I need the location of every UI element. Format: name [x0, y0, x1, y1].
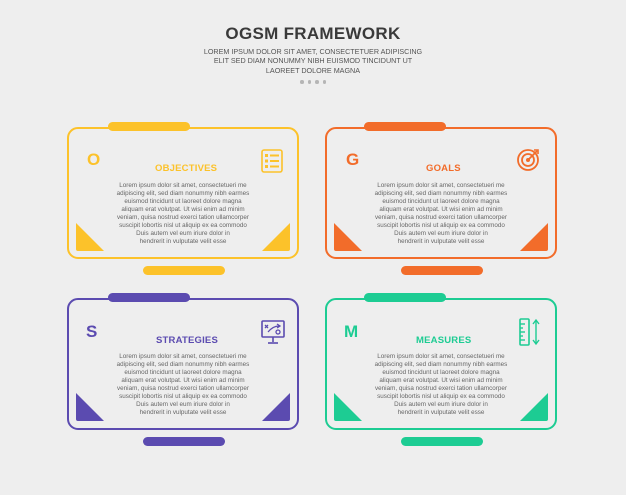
- body-line: Duis autem vel eum iriure dolor in: [136, 230, 230, 237]
- measures-letter: M: [344, 322, 359, 341]
- measures-corner-left: [334, 393, 362, 421]
- measures-bottom-bar: [401, 437, 483, 446]
- subtitle-line: LAOREET DOLORE MAGNA: [265, 65, 361, 75]
- body-line: aliquam erat volutpat. Ut wisi enim ad m…: [379, 377, 503, 384]
- body-line: suscipit lobortis nisl ut aliquip ex ea …: [377, 222, 505, 229]
- subtitle-line: LOREM IPSUM DOLOR SIT AMET, CONSECTETUER…: [203, 47, 423, 56]
- objectives-corner-left: [76, 223, 104, 251]
- body-line: suscipit lobortis nisl ut aliquip ex ea …: [377, 393, 505, 400]
- body-line: Duis autem vel eum iriure dolor in: [394, 230, 488, 237]
- objectives-corner-right: [262, 223, 290, 251]
- objectives-top-bar: [108, 122, 190, 131]
- strategies-card: [67, 298, 299, 430]
- strategies-body: Lorem ipsum dolor sit amet, consectetuer…: [109, 353, 257, 417]
- measures-title: MEASURES: [416, 335, 472, 346]
- body-line: veniam, quisa nostrud exerci tation ulla…: [117, 385, 249, 392]
- body-line: euismod tincidunt ut laoreet dolore magn…: [382, 369, 500, 376]
- dot: [315, 80, 319, 84]
- objectives-letter: O: [87, 150, 101, 169]
- goals-bottom-bar: [401, 266, 483, 275]
- body-line: euismod tincidunt ut laoreet dolore magn…: [382, 198, 500, 205]
- body-line: adipiscing elit, sed diam nonummy nibh e…: [116, 361, 250, 368]
- strategies-top-bar: [108, 293, 190, 302]
- body-line: Lorem ipsum dolor sit amet, consectetuer…: [119, 353, 247, 360]
- objectives-bottom-bar: [143, 266, 225, 275]
- dot: [322, 80, 326, 84]
- body-line: aliquam erat volutpat. Ut wisi enim ad m…: [379, 206, 503, 213]
- goals-card: [325, 127, 557, 259]
- body-line: hendrerit in vulputate velit esse: [139, 238, 227, 245]
- body-line: Lorem ipsum dolor sit amet, consectetuer…: [377, 182, 505, 189]
- goals-top-bar: [364, 122, 446, 131]
- pagination-dots: [300, 80, 326, 86]
- body-line: aliquam erat volutpat. Ut wisi enim ad m…: [121, 377, 245, 384]
- goals-letter: G: [346, 150, 360, 169]
- body-line: veniam, quisa nostrud exerci tation ulla…: [117, 214, 249, 221]
- body-line: veniam, quisa nostrud exerci tation ulla…: [375, 385, 507, 392]
- goals-corner-right: [520, 223, 548, 251]
- body-line: suscipit lobortis nisl ut aliquip ex ea …: [119, 393, 247, 400]
- measures-top-bar: [364, 293, 446, 302]
- goals-body: Lorem ipsum dolor sit amet, consectetuer…: [367, 182, 515, 246]
- measures-corner-right: [520, 393, 548, 421]
- ruler-icon: [519, 318, 540, 346]
- strategy-board-icon: [261, 320, 285, 344]
- objectives-body: Lorem ipsum dolor sit amet, consectetuer…: [109, 182, 257, 246]
- body-line: Duis autem vel eum iriure dolor in: [394, 401, 488, 408]
- measures-body: Lorem ipsum dolor sit amet, consectetuer…: [367, 353, 515, 417]
- subtitle-line: ELIT SED DIAM NONUMMY NIBH EUISMOD TINCI…: [213, 56, 413, 66]
- objectives-title: OBJECTIVES: [155, 163, 218, 174]
- goals-title: GOALS: [426, 163, 461, 174]
- strategies-bottom-bar: [143, 437, 225, 446]
- body-line: euismod tincidunt ut laoreet dolore magn…: [124, 369, 242, 376]
- body-line: adipiscing elit, sed diam nonummy nibh e…: [116, 190, 250, 197]
- checklist-icon: [261, 149, 283, 173]
- body-line: veniam, quisa nostrud exerci tation ulla…: [375, 214, 507, 221]
- strategies-corner-left: [76, 393, 104, 421]
- page-subtitle: LOREM IPSUM DOLOR SIT AMET, CONSECTETUER…: [203, 47, 423, 75]
- body-line: euismod tincidunt ut laoreet dolore magn…: [124, 198, 242, 205]
- body-line: adipiscing elit, sed diam nonummy nibh e…: [374, 190, 508, 197]
- dot: [300, 80, 304, 84]
- dot: [307, 80, 311, 84]
- body-line: hendrerit in vulputate velit esse: [139, 409, 227, 416]
- strategies-corner-right: [262, 393, 290, 421]
- strategies-letter: S: [86, 322, 98, 341]
- body-line: Duis autem vel eum iriure dolor in: [136, 401, 230, 408]
- body-line: hendrerit in vulputate velit esse: [397, 238, 485, 245]
- page-title: OGSM FRAMEWORK: [225, 24, 401, 43]
- goals-corner-left: [334, 223, 362, 251]
- body-line: Lorem ipsum dolor sit amet, consectetuer…: [119, 182, 247, 189]
- body-line: aliquam erat volutpat. Ut wisi enim ad m…: [121, 206, 245, 213]
- body-line: Lorem ipsum dolor sit amet, consectetuer…: [377, 353, 505, 360]
- measures-card: [325, 298, 557, 430]
- target-icon: [517, 149, 539, 171]
- body-line: adipiscing elit, sed diam nonummy nibh e…: [374, 361, 508, 368]
- body-line: hendrerit in vulputate velit esse: [397, 409, 485, 416]
- objectives-card: [67, 127, 299, 259]
- strategies-title: STRATEGIES: [156, 335, 218, 346]
- body-line: suscipit lobortis nisl ut aliquip ex ea …: [119, 222, 247, 229]
